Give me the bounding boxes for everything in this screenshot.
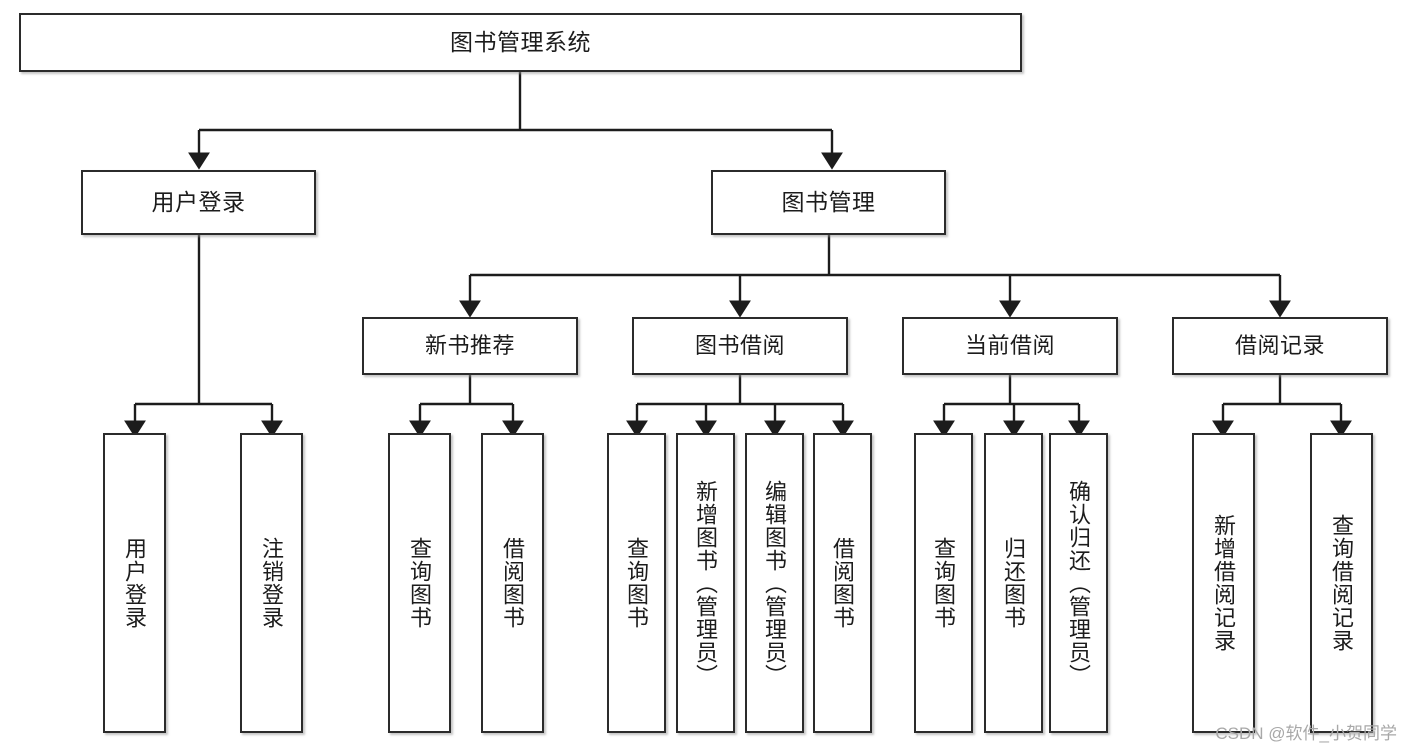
node-new-book-recommend[interactable]: 新书推荐 — [362, 317, 578, 375]
node-label: 编辑图书（管理员） — [762, 479, 788, 687]
leaf-borrow-record-query[interactable]: 查询借阅记录 — [1310, 433, 1373, 733]
node-label: 查询图书 — [407, 537, 433, 629]
node-label: 新增借阅记录 — [1211, 514, 1237, 652]
node-label: 用户登录 — [122, 537, 148, 629]
node-label: 图书管理系统 — [450, 29, 591, 56]
watermark: CSDN @软件_小贺同学 — [1215, 724, 1397, 743]
leaf-current-borrow-return[interactable]: 归还图书 — [984, 433, 1043, 733]
leaf-book-borrow-query[interactable]: 查询图书 — [607, 433, 666, 733]
node-label: 查询借阅记录 — [1329, 514, 1355, 652]
node-book-management[interactable]: 图书管理 — [711, 170, 946, 235]
leaf-borrow-record-add[interactable]: 新增借阅记录 — [1192, 433, 1255, 733]
node-borrow-record[interactable]: 借阅记录 — [1172, 317, 1388, 375]
leaf-book-borrow-add[interactable]: 新增图书（管理员） — [676, 433, 735, 733]
leaf-new-book-borrow[interactable]: 借阅图书 — [481, 433, 544, 733]
node-label: 注销登录 — [259, 537, 285, 629]
node-label: 查询图书 — [624, 537, 650, 629]
node-book-borrow[interactable]: 图书借阅 — [632, 317, 848, 375]
node-label: 借阅记录 — [1234, 333, 1325, 359]
node-label: 当前借阅 — [964, 333, 1055, 359]
leaf-user-login-login[interactable]: 用户登录 — [103, 433, 166, 733]
node-user-login[interactable]: 用户登录 — [81, 170, 316, 235]
leaf-current-borrow-query[interactable]: 查询图书 — [914, 433, 973, 733]
node-label: 查询图书 — [931, 537, 957, 629]
node-label: 归还图书 — [1001, 537, 1027, 629]
leaf-user-login-logout[interactable]: 注销登录 — [240, 433, 303, 733]
node-label: 新增图书（管理员） — [693, 479, 719, 687]
leaf-new-book-query[interactable]: 查询图书 — [388, 433, 451, 733]
node-label: 借阅图书 — [500, 537, 526, 629]
node-label: 用户登录 — [151, 189, 246, 216]
leaf-current-borrow-confirm-return[interactable]: 确认归还（管理员） — [1049, 433, 1108, 733]
node-root-system[interactable]: 图书管理系统 — [19, 13, 1022, 72]
node-current-borrow[interactable]: 当前借阅 — [902, 317, 1118, 375]
node-label: 图书借阅 — [694, 333, 785, 359]
node-label: 新书推荐 — [424, 333, 515, 359]
leaf-book-borrow-borrow[interactable]: 借阅图书 — [813, 433, 872, 733]
node-label: 图书管理 — [781, 189, 876, 216]
node-label: 借阅图书 — [830, 537, 856, 629]
node-label: 确认归还（管理员） — [1066, 479, 1092, 687]
leaf-book-borrow-edit[interactable]: 编辑图书（管理员） — [745, 433, 804, 733]
